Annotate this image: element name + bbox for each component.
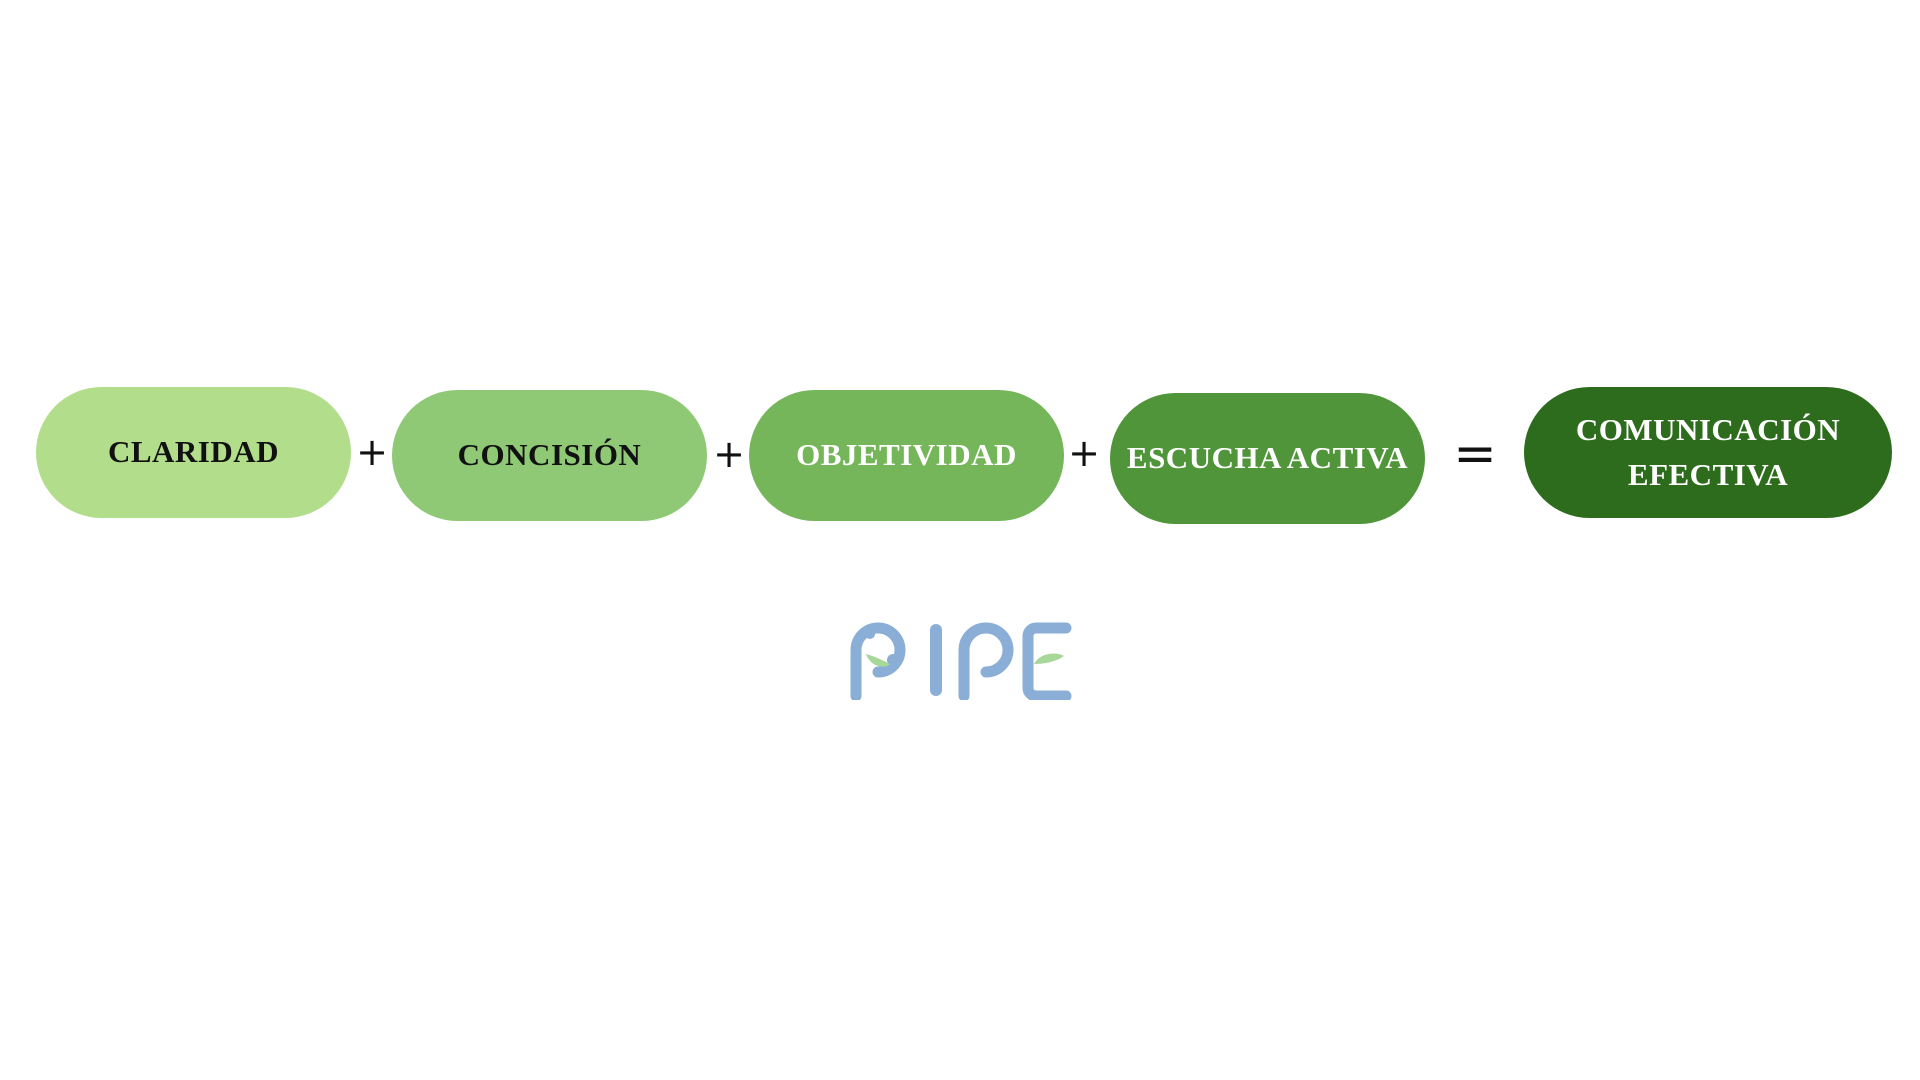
logo-letter-i: [930, 624, 942, 696]
plus-operator-1: +: [356, 430, 388, 474]
result-comunicacion-efectiva: COMUNICACIÓN EFECTIVA: [1524, 387, 1892, 518]
term-objetividad-label: OBJETIVIDAD: [796, 437, 1017, 473]
plus-operator-3: +: [1068, 431, 1100, 475]
logo-dot-top: [865, 629, 875, 639]
logo-letter-p2: [958, 622, 1014, 700]
term-escucha-activa-label: ESCUCHA ACTIVA: [1126, 440, 1409, 476]
logo-leaf-e: [1034, 653, 1064, 664]
logo-letter-e: [1022, 622, 1072, 700]
result-line-1: COMUNICACIÓN: [1575, 411, 1841, 447]
term-claridad: CLARIDAD: [36, 387, 351, 518]
term-claridad-label: CLARIDAD: [107, 434, 280, 470]
term-concision: CONCISIÓN: [392, 390, 707, 521]
term-objetividad: OBJETIVIDAD: [749, 390, 1064, 521]
logo-leaf-p1: [866, 654, 890, 667]
result-line-2: EFECTIVA: [1627, 456, 1789, 492]
pipe-logo: [850, 622, 1072, 700]
logo-dot-bottom: [887, 654, 899, 666]
equals-operator: =: [1453, 424, 1497, 484]
term-escucha-activa: ESCUCHA ACTIVA: [1110, 393, 1425, 524]
term-concision-label: CONCISIÓN: [457, 437, 642, 473]
plus-operator-2: +: [713, 432, 745, 476]
logo-letter-p1: [850, 622, 906, 700]
